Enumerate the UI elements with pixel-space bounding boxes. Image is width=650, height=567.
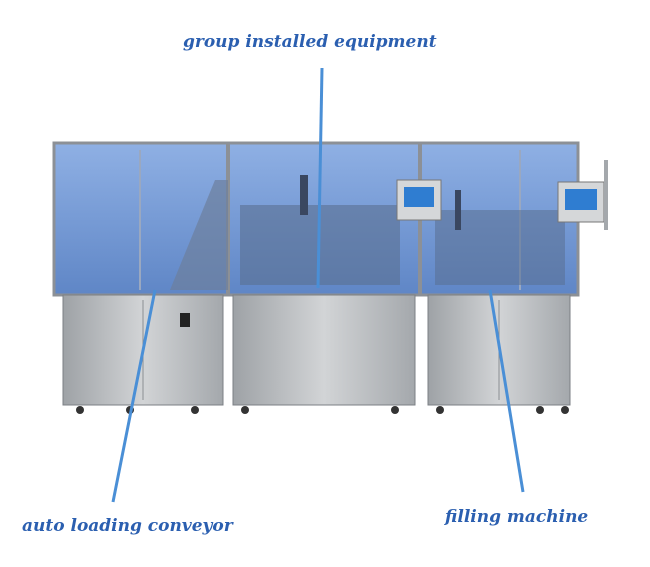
- callout-group-installed-equipment: group installed equipment: [183, 32, 437, 52]
- callout-auto-loading-conveyor: auto loading conveyor: [22, 516, 233, 536]
- callout-line-left: [111, 289, 157, 503]
- callout-filling-machine: filling machine: [445, 507, 589, 527]
- hmi-panel-right: [557, 181, 605, 223]
- cabinet-center: [232, 294, 416, 406]
- callout-line-top: [316, 67, 324, 289]
- callout-line-right: [488, 289, 525, 493]
- hmi-panel-center: [396, 179, 442, 221]
